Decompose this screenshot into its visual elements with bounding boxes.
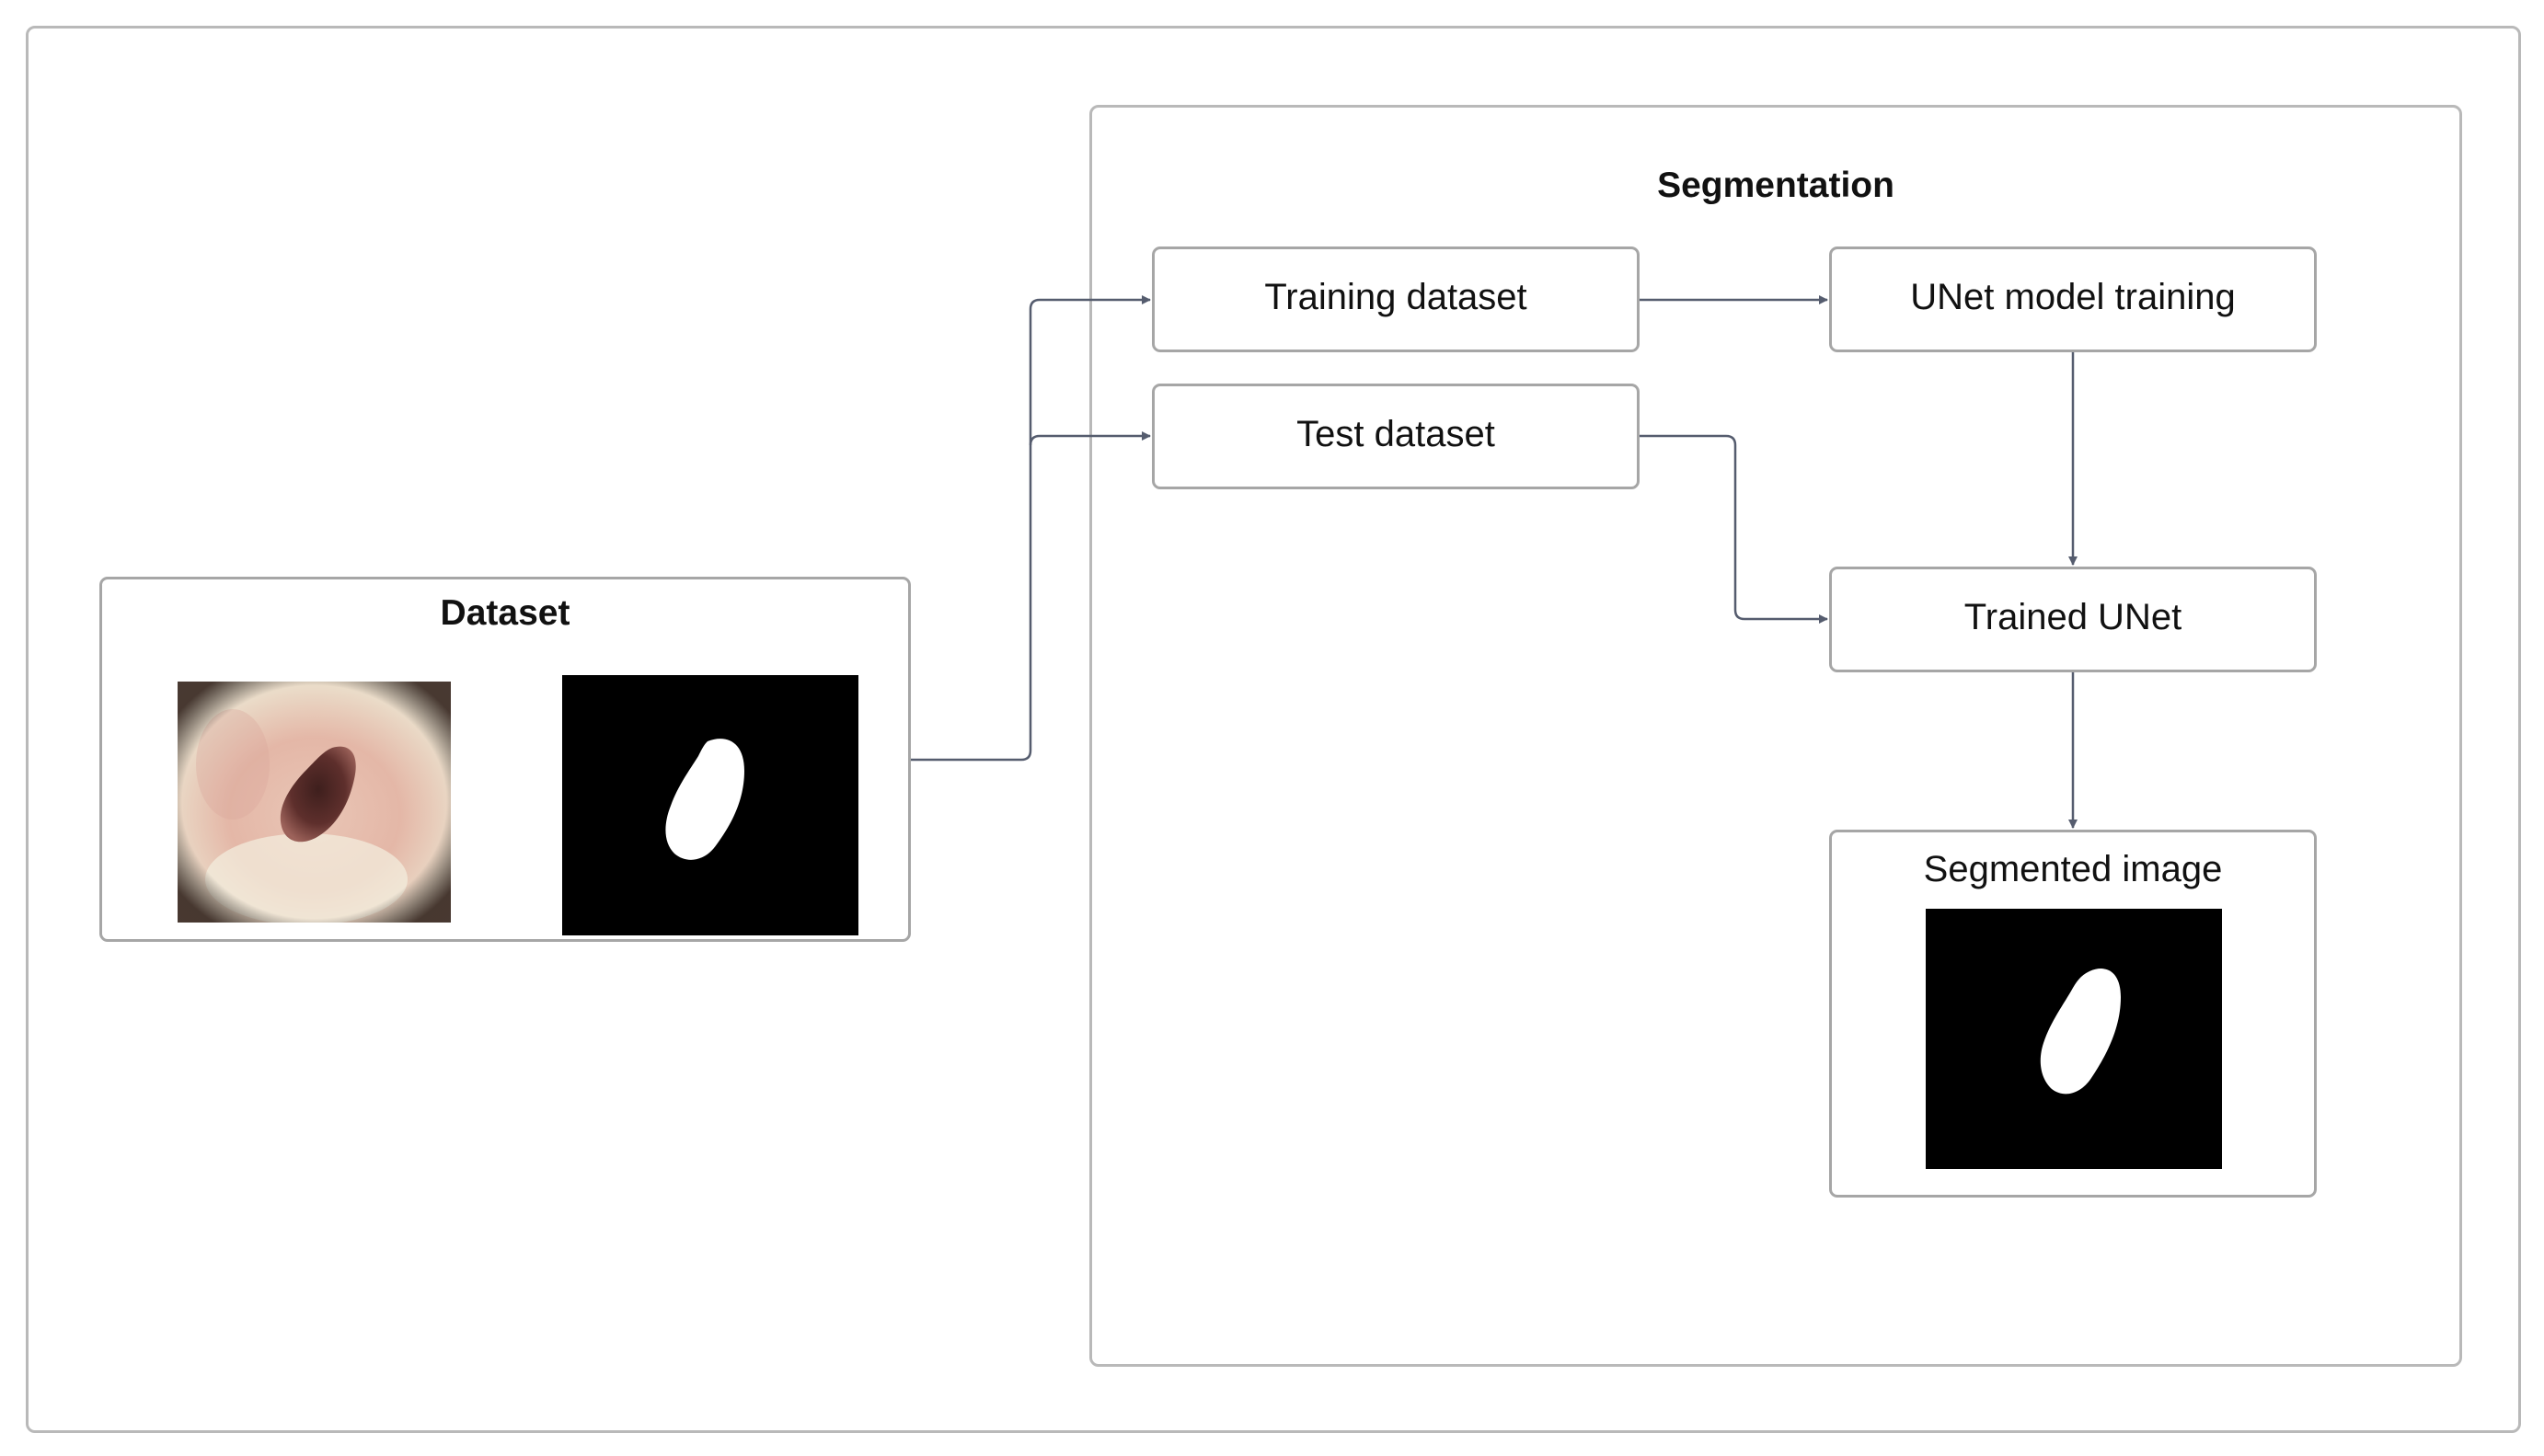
dataset-node: Dataset	[99, 577, 911, 942]
dataset-title: Dataset	[440, 593, 570, 633]
ground-truth-mask-image	[562, 675, 858, 935]
training-dataset-node: Training dataset	[1152, 246, 1640, 352]
test-dataset-label: Test dataset	[1296, 414, 1495, 454]
test-dataset-node: Test dataset	[1152, 384, 1640, 489]
unet-model-training-node: UNet model training	[1829, 246, 2317, 352]
segmented-image-node: Segmented image	[1829, 830, 2317, 1198]
segmented-image-label: Segmented image	[1923, 849, 2223, 889]
training-dataset-label: Training dataset	[1264, 277, 1527, 317]
segmentation-title: Segmentation	[1657, 166, 1894, 205]
unet-model-training-label: UNet model training	[1910, 277, 2236, 317]
segmented-mask-image	[1926, 909, 2222, 1169]
skin-lesion-photo	[178, 682, 451, 923]
trained-unet-label: Trained UNet	[1963, 597, 2182, 637]
trained-unet-node: Trained UNet	[1829, 567, 2317, 672]
